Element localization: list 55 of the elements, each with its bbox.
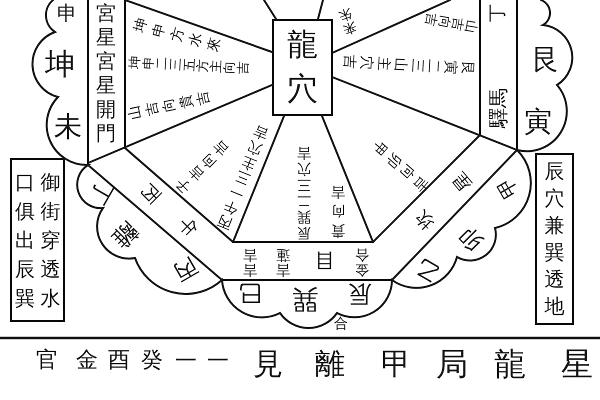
box-text: 辰穴兼巽透地 <box>544 158 564 320</box>
compass-character: 卯 <box>456 222 488 254</box>
box-text: 御街穿透水 <box>40 168 60 312</box>
body-text: 甲 <box>381 350 411 380</box>
band-text: 驛馬 <box>488 88 508 128</box>
body-text: 一 <box>207 351 229 373</box>
compass-character: 離 <box>108 218 142 252</box>
compass-character: 丙 <box>170 252 200 284</box>
sector-text: 山吉向貴吉 <box>126 89 214 121</box>
sector-text: 来朱 <box>336 4 358 36</box>
compass-character: 艮 <box>532 46 560 74</box>
sector-text: 吉向卯甲 <box>368 136 432 196</box>
body-text: 官 <box>36 350 58 372</box>
body-text: 癸 <box>141 350 163 372</box>
band-text: 吉吉 <box>243 246 257 276</box>
sector-text: 坤申方水來 <box>130 16 225 54</box>
compass-character: 申 <box>57 3 77 23</box>
compass-character: 丁 <box>84 176 116 208</box>
note-box <box>535 153 574 325</box>
band-text: 丙 <box>137 180 163 206</box>
compass-character: 坤 <box>45 50 75 80</box>
box-text: 龍穴 <box>287 26 318 108</box>
compass-character: 辰 <box>348 282 372 306</box>
compass-character: 乙 <box>412 252 444 284</box>
sector-text: 坤申二三五方主向吉 <box>128 55 252 75</box>
compass-character: 寅 <box>524 108 552 136</box>
body-text: 離 <box>315 350 345 380</box>
body-text: 酉 <box>108 350 130 372</box>
body-text: 局 <box>436 348 468 380</box>
band-text: 丁 <box>489 4 507 22</box>
compass-character: 未 <box>54 113 82 141</box>
band-text: 吉蓮 <box>276 246 290 276</box>
body-text: 一 <box>175 351 197 373</box>
sector-text: 山吉向吉 <box>422 12 478 34</box>
compass-character: 巽 <box>292 286 318 312</box>
band-text: 坎 <box>412 206 438 232</box>
body-text: 星 <box>561 348 593 380</box>
band-text: 金合 <box>355 246 369 276</box>
band-text: 星 <box>450 168 476 194</box>
band-text: 宮星宮星開門 <box>96 1 116 145</box>
sector-text: 辰巽二三穴吉 <box>297 144 311 240</box>
sector-text: 艮寅二三山主穴吉 <box>340 54 476 76</box>
note-box <box>10 158 65 322</box>
body-text: 見 <box>253 350 283 380</box>
sector-text: 貴向吉 <box>331 182 345 240</box>
band-text: 午 <box>174 213 200 239</box>
sector-text: 子吉向吉 <box>173 136 232 196</box>
box-text: 口俱出辰巽 <box>14 168 35 312</box>
center-box <box>272 19 333 116</box>
compass-character: 甲 <box>493 174 521 202</box>
band-text: 目 <box>314 251 334 271</box>
body-text: 龍 <box>494 348 526 380</box>
compass-character: 巳 <box>238 281 262 305</box>
compass-character: 合 <box>334 317 348 331</box>
body-text: 金 <box>76 350 98 372</box>
